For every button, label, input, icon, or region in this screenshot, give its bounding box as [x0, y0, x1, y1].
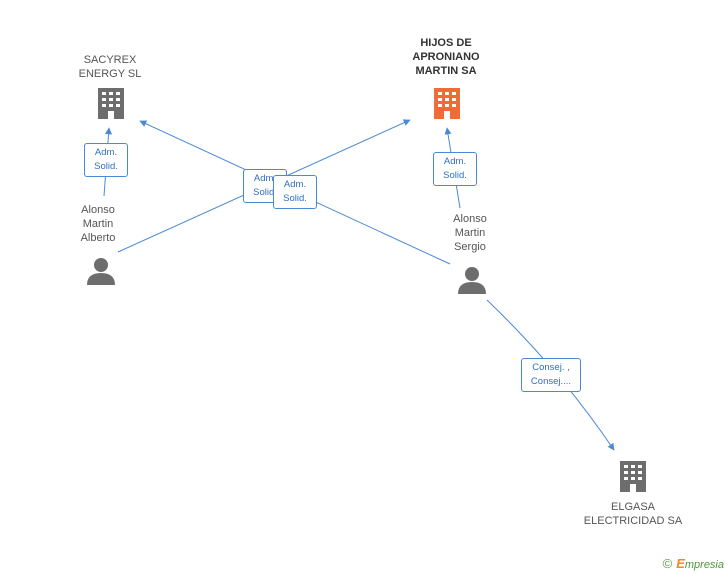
copyright-icon: ©	[662, 556, 673, 571]
company-label-elgasa[interactable]: ELGASA ELECTRICIDAD SA	[583, 501, 683, 527]
building-icon-highlighted[interactable]	[434, 88, 460, 119]
building-icon[interactable]	[620, 461, 646, 492]
person-icon[interactable]	[458, 267, 486, 294]
edge-label-alberto-sacyrex[interactable]: Adm. Solid.	[84, 143, 128, 177]
edge-label-sergio-hijos[interactable]: Adm. Solid.	[433, 152, 477, 186]
edge-label-sergio-sacyrex[interactable]: Adm. Solid.	[273, 175, 317, 209]
edge-label-sergio-elgasa[interactable]: Consej. , Consej....	[521, 358, 581, 392]
person-label-alberto[interactable]: Alonso Martin Alberto	[80, 204, 116, 244]
company-label-sacyrex[interactable]: SACYREX ENERGY SL	[78, 54, 142, 80]
person-icon[interactable]	[87, 258, 115, 285]
person-label-sergio[interactable]: Alonso Martin Sergio	[453, 213, 487, 253]
company-label-hijos[interactable]: HIJOS DE APRONIANO MARTIN SA	[412, 37, 480, 77]
building-icon[interactable]	[98, 88, 124, 119]
empresia-logo[interactable]: ©Empresia	[662, 556, 724, 571]
